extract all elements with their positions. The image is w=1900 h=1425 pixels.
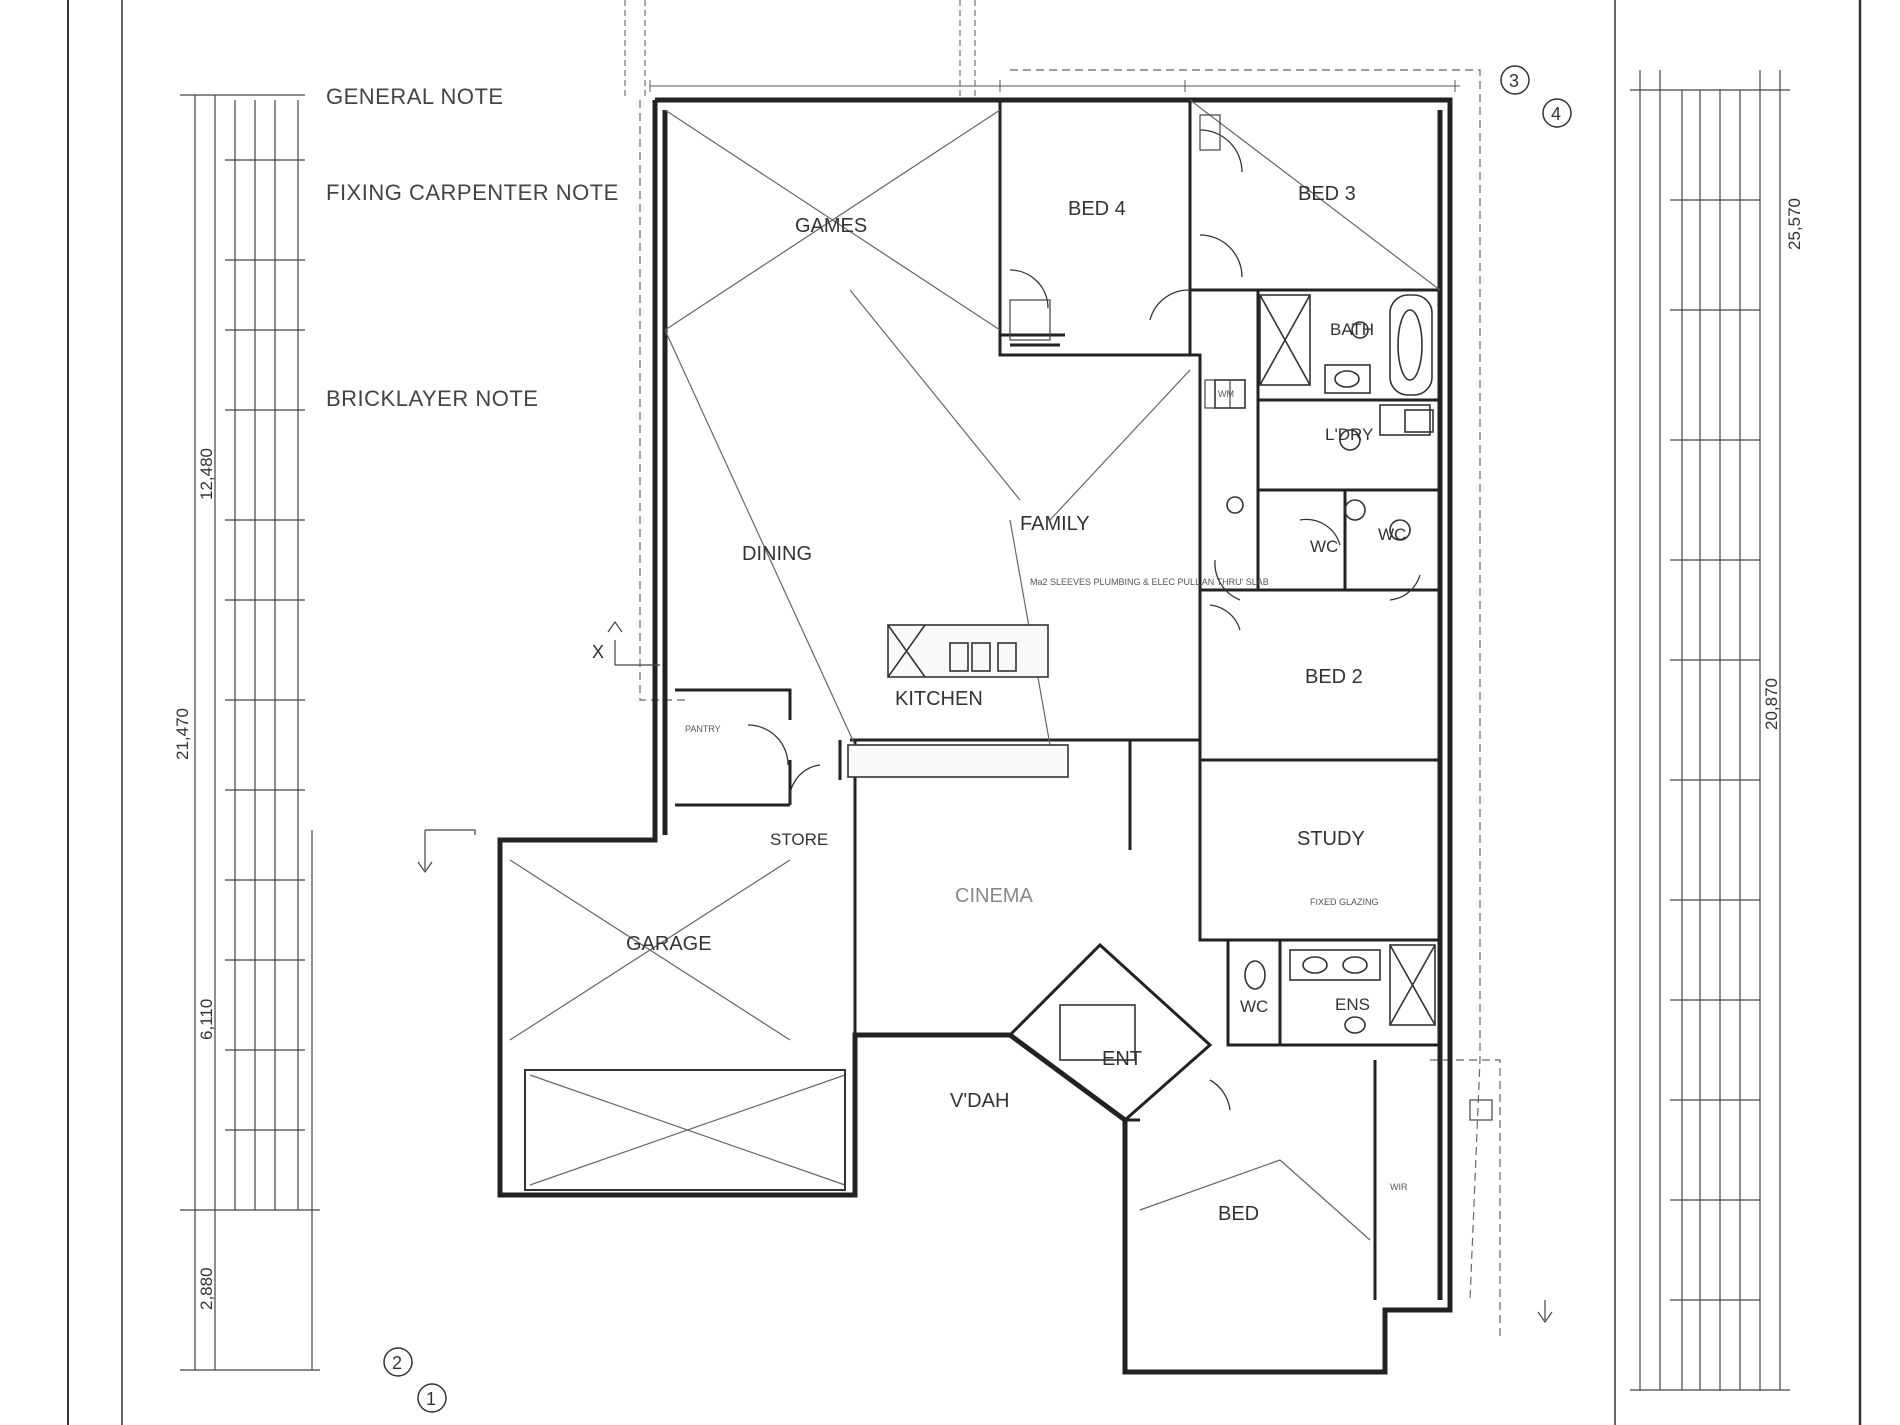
room-wc-upper: WC <box>1310 537 1338 556</box>
room-kitchen: KITCHEN <box>895 688 983 710</box>
fixing-carpenter-note-section: FIXING CARPENTER NOTE <box>326 180 626 206</box>
annotation-fixed-glazing: FIXED GLAZING <box>1310 897 1379 907</box>
room-wir: WIR <box>1390 1182 1408 1192</box>
wet-area-fittings <box>1059 294 1436 1061</box>
room-bed3: BED 3 <box>1298 183 1356 205</box>
marker-x: X <box>592 642 604 662</box>
construction-notes: GENERAL NOTE FIXING CARPENTER NOTE BRICK… <box>326 84 626 438</box>
left-dimension-strings <box>180 94 320 1371</box>
dim-left-lower: 6,110 <box>197 999 216 1040</box>
callout-4 <box>1542 98 1572 128</box>
room-ensuite: ENS <box>1335 995 1370 1014</box>
room-family: FAMILY <box>1020 513 1090 535</box>
bricklayer-note-title: BRICKLAYER NOTE <box>326 386 539 411</box>
room-pantry: PANTRY <box>685 724 721 734</box>
room-wc-lower: WC <box>1240 997 1268 1016</box>
room-bath: BATH <box>1330 320 1374 339</box>
callout-3-label: 3 <box>1509 71 1519 91</box>
bricklayer-note-section: BRICKLAYER NOTE <box>326 386 626 412</box>
exterior-walls <box>497 97 1453 1375</box>
interior-walls <box>675 100 1440 1300</box>
fixing-carpenter-note-title: FIXING CARPENTER NOTE <box>326 180 619 205</box>
room-bed4: BED 4 <box>1068 198 1126 220</box>
room-entry: ENT <box>1102 1048 1142 1070</box>
general-note-section: GENERAL NOTE <box>326 84 626 110</box>
garage-door <box>524 1069 846 1191</box>
room-laundry: L'DRY <box>1325 425 1373 444</box>
callout-1-label: 1 <box>426 1389 436 1409</box>
callout-2 <box>383 1347 413 1377</box>
room-store: STORE <box>770 830 828 849</box>
general-note-title: GENERAL NOTE <box>326 84 504 109</box>
kitchen-bench <box>847 624 1069 778</box>
top-dimension-line <box>624 0 1460 100</box>
annotation-sleeves: Ma2 SLEEVES PLUMBING & ELEC PULL AN THRU… <box>1030 577 1269 587</box>
room-garage: GARAGE <box>626 933 712 955</box>
annotation-wm: WM <box>1218 389 1234 399</box>
door-swings <box>747 129 1421 1111</box>
room-study: STUDY <box>1297 828 1365 850</box>
room-games: GAMES <box>795 215 867 237</box>
section-callouts <box>383 65 1572 1413</box>
dim-left-bottom: 2,880 <box>197 1267 216 1310</box>
room-verandah: V'DAH <box>950 1090 1009 1112</box>
dim-overall-left: 21,470 <box>173 708 192 760</box>
room-bed: BED <box>1218 1203 1259 1225</box>
room-wc-right: WC <box>1378 525 1406 544</box>
callout-1 <box>417 1383 447 1413</box>
room-dining: DINING <box>742 543 812 565</box>
dim-left-mid: 12,480 <box>197 448 216 500</box>
right-dimension-strings <box>1630 70 1790 1391</box>
misc-marks <box>417 114 1553 1324</box>
callout-2-label: 2 <box>392 1353 402 1373</box>
eave-lines <box>639 69 1501 1340</box>
dim-right-inner: 20,870 <box>1762 678 1781 730</box>
callout-4-label: 4 <box>1551 104 1561 124</box>
room-bed2: BED 2 <box>1305 666 1363 688</box>
room-cinema: CINEMA <box>955 885 1033 907</box>
page-frame <box>67 0 1862 1425</box>
callout-3 <box>1500 65 1530 95</box>
dim-overall-right: 25,570 <box>1785 198 1804 250</box>
